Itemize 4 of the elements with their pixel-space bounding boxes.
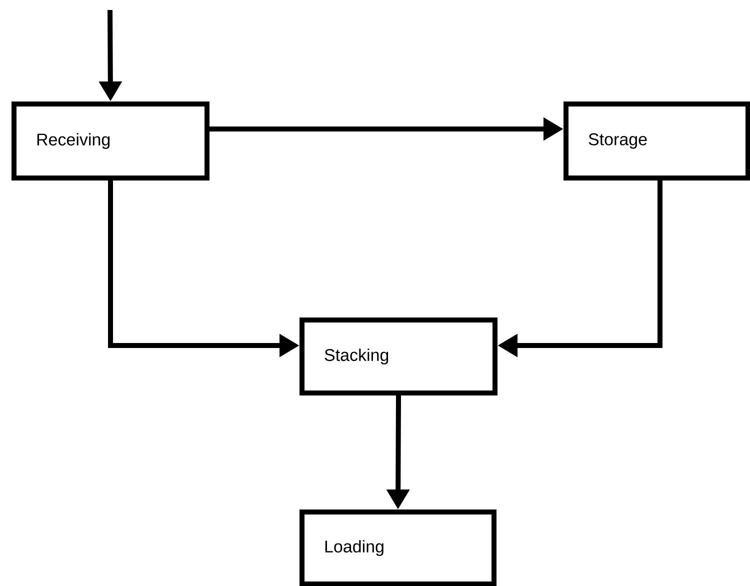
process-box: Loading xyxy=(300,510,496,586)
process-box: Receiving xyxy=(12,102,210,180)
process-box: Stacking xyxy=(300,318,498,396)
process-box: Storage xyxy=(564,102,750,180)
